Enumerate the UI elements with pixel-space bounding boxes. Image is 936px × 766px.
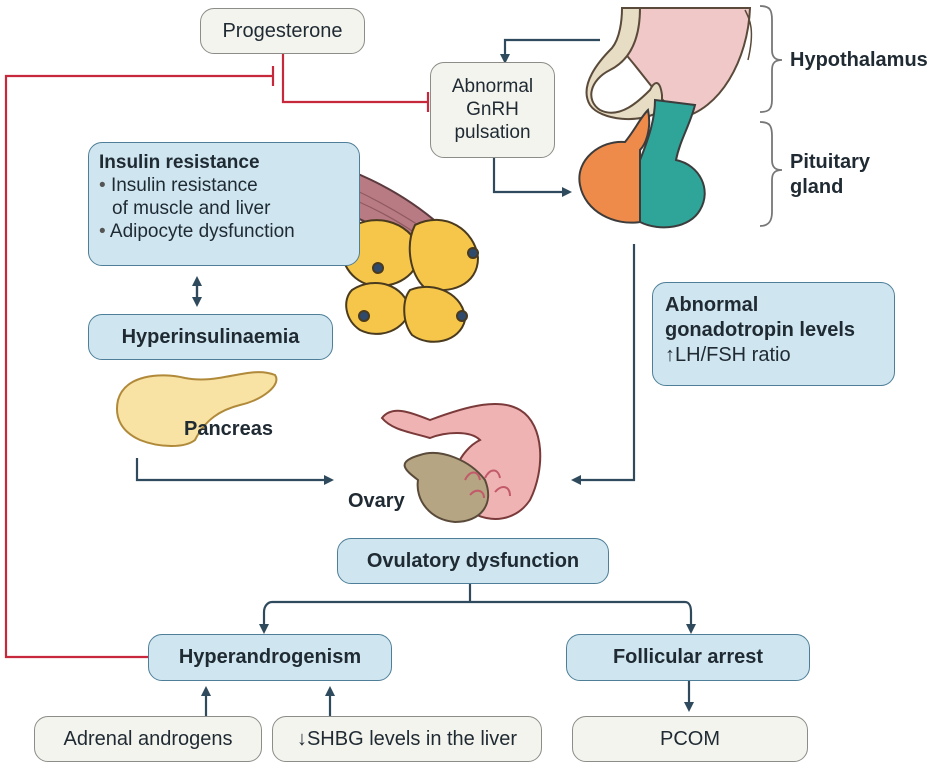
arrow-pancreas-to-ovary	[135, 458, 334, 485]
progesterone-box: Progesterone	[200, 8, 365, 54]
pituitary-line1: Pituitary	[790, 151, 871, 173]
gonadotropin-box: Abnormal gonadotropin levels ↑LH/FSH rat…	[652, 282, 895, 386]
gnrh-line1: Abnormal	[451, 76, 534, 97]
arrow-gnrh-to-hypothalamus	[500, 38, 600, 64]
hypothalamus-pituitary-illustration	[578, 7, 753, 229]
insulin-bullet1-line2: of muscle and liver	[112, 198, 271, 219]
shbg-box: ↓SHBG levels in the liver	[272, 716, 542, 762]
hypothalamus-label: Hypothalamus	[790, 49, 928, 71]
pancreas-illustration	[116, 371, 278, 447]
hypothalamus-bracket	[759, 5, 783, 113]
insulin-resistance-box: Insulin resistance • Insulin resistance …	[88, 142, 360, 266]
arrow-gnrh-to-pituitary	[492, 158, 572, 197]
adrenal-androgens-box: Adrenal androgens	[34, 716, 262, 762]
gonadotropin-line2: gonadotropin levels	[665, 319, 856, 341]
gonadotropin-line1: Abnormal	[665, 294, 759, 316]
lh-fsh-ratio: ↑LH/FSH ratio	[665, 344, 791, 366]
pituitary-label: Pituitary gland	[790, 150, 870, 200]
ovulatory-dysfunction-box: Ovulatory dysfunction	[337, 538, 609, 584]
insulin-bullet2: • Adipocyte dysfunction	[99, 220, 349, 243]
adipocyte-illustration	[340, 218, 480, 343]
insulin-bullet1: • Insulin resistance	[99, 174, 349, 197]
hyperinsulinaemia-box: Hyperinsulinaemia	[88, 314, 333, 360]
progesterone-inhibition-line	[281, 54, 430, 112]
insulin-resistance-title: Insulin resistance	[99, 152, 260, 173]
hyperandrogenism-box: Hyperandrogenism	[148, 634, 392, 681]
pancreas-label: Pancreas	[184, 418, 273, 440]
pituitary-line2: gland	[790, 176, 844, 198]
insulin-bullet2-text: Adipocyte dysfunction	[109, 221, 295, 242]
ovary-label: Ovary	[348, 490, 405, 512]
abnormal-gnrh-box: Abnormal GnRH pulsation	[430, 62, 555, 158]
bullet-icon: •	[99, 221, 106, 242]
arrow-ovulatory-split	[259, 584, 696, 634]
arrow-pituitary-to-ovary	[571, 244, 636, 485]
hyperandrogenism-feedback-line	[4, 66, 275, 659]
pituitary-bracket	[759, 121, 783, 227]
pcom-box: PCOM	[572, 716, 808, 762]
bullet-icon: •	[99, 175, 106, 196]
follicular-arrest-box: Follicular arrest	[566, 634, 810, 681]
gnrh-line3: pulsation	[454, 122, 531, 143]
insulin-bullet1-line1: Insulin resistance	[110, 175, 258, 196]
gnrh-line2: GnRH	[466, 99, 519, 120]
ovary-illustration	[380, 403, 542, 524]
